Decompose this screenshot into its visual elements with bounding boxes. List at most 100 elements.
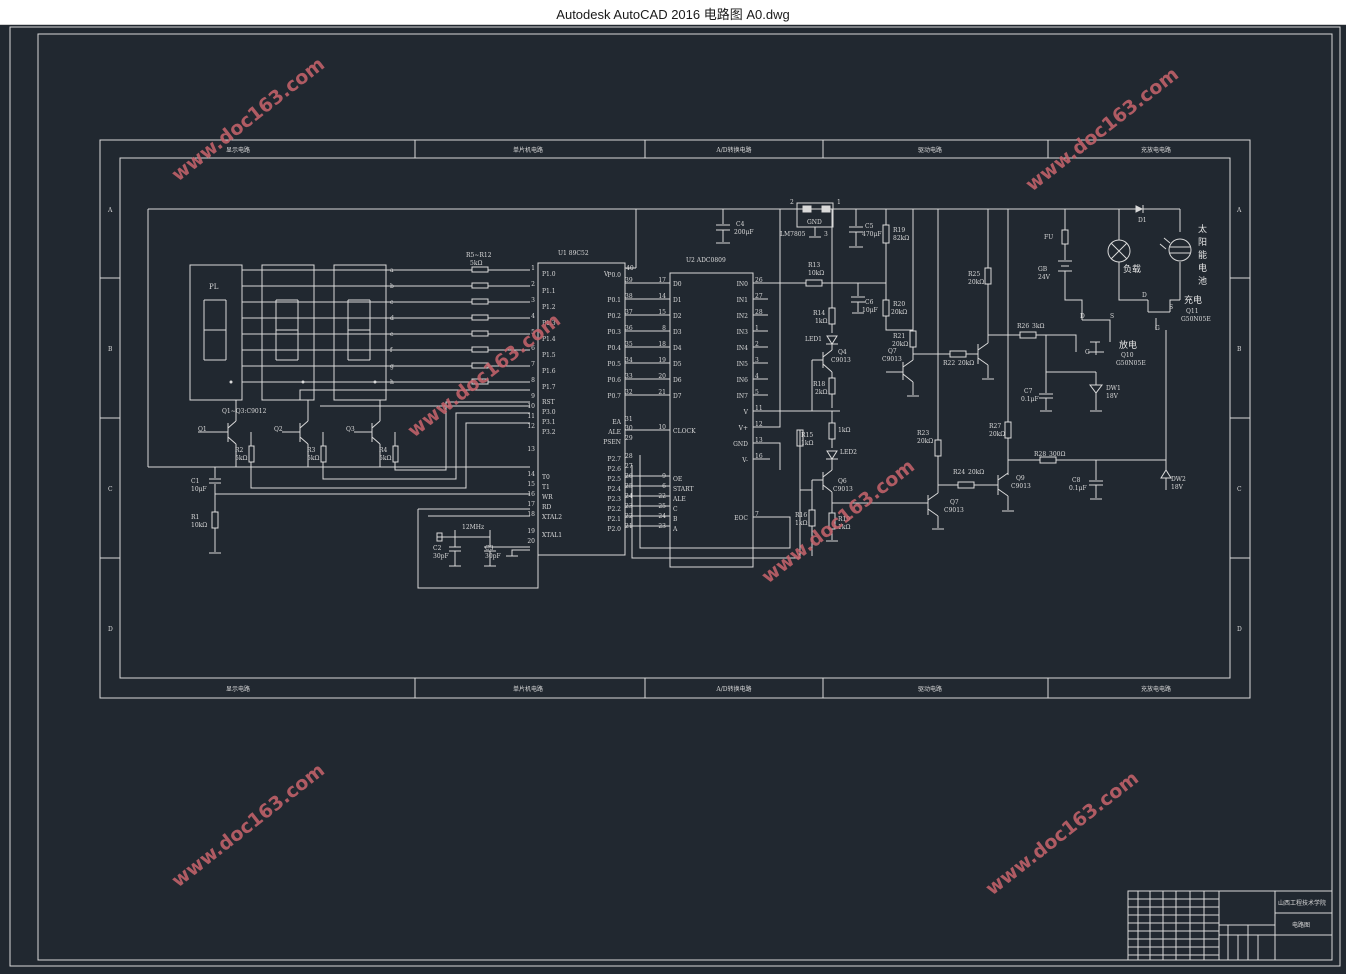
svg-text:R2: R2: [235, 447, 244, 454]
svg-text:R20: R20: [893, 301, 905, 308]
footer-drive: 驱动电路: [918, 685, 942, 693]
mcu-pin-number: 1: [531, 265, 535, 272]
mcu-pin-label: RST: [542, 399, 555, 406]
display-transistors[interactable]: Q1~Q3:C9012 Q1 Q2 Q3: [198, 389, 530, 489]
mcu-pin-number: 19: [527, 528, 535, 535]
svg-text:24V: 24V: [1038, 274, 1051, 281]
svg-text:DW2: DW2: [1171, 476, 1186, 483]
svg-text:R14: R14: [813, 310, 825, 317]
svg-text:h: h: [390, 379, 394, 386]
mcu-pin-label: P2.2: [607, 506, 621, 513]
mcu-pin-number: 33: [625, 373, 633, 380]
mcu-pin-label: P0.2: [607, 313, 621, 320]
svg-text:Q3: Q3: [346, 426, 355, 433]
svg-text:1kΩ: 1kΩ: [795, 520, 807, 527]
mcu-pin-number: 13: [527, 446, 535, 453]
svg-text:20kΩ: 20kΩ: [891, 309, 907, 316]
svg-text:D1: D1: [1138, 217, 1147, 224]
adc-pin-number: 28: [755, 309, 763, 316]
svg-text:R16: R16: [795, 512, 807, 519]
svg-text:Q4: Q4: [838, 349, 847, 356]
svg-text:G50N05E: G50N05E: [1116, 360, 1146, 367]
header-charge: 充放电电路: [1141, 146, 1171, 154]
mcu-pin-label: P1.2: [542, 304, 556, 311]
mcu-pin-label: ALE: [607, 429, 621, 436]
svg-text:e: e: [390, 331, 394, 338]
crystal-circuit[interactable]: 12MHz C2 30pF C3 30pF: [417, 508, 539, 589]
mcu-name: U1 89C52: [558, 250, 589, 257]
mcu-89c52[interactable]: U1 89C52 V 40 P1.0P1.1P1.2P1.3P1.4P1.5P1…: [527, 250, 634, 556]
svg-text:S: S: [1110, 313, 1114, 320]
mcu-pin-label: P0.3: [607, 329, 621, 336]
resistor-array-r5-r12[interactable]: R5~R12 5kΩ: [466, 252, 530, 385]
svg-text:R5~R12: R5~R12: [466, 252, 492, 259]
svg-text:Q1~Q3:C9012: Q1~Q3:C9012: [222, 408, 267, 415]
svg-text:3: 3: [824, 231, 828, 238]
mcu-pin-label: P1.6: [542, 368, 556, 375]
svg-text:R22: R22: [943, 360, 955, 367]
svg-text:C9013: C9013: [882, 356, 902, 363]
svg-text:能: 能: [1198, 249, 1207, 261]
header-mcu: 单片机电路: [513, 146, 543, 154]
svg-text:C9013: C9013: [1011, 483, 1031, 490]
adc-pin-label: D4: [673, 345, 682, 352]
svg-text:5kΩ: 5kΩ: [379, 455, 391, 462]
svg-text:V: V: [822, 207, 828, 214]
svg-text:C5: C5: [865, 223, 874, 230]
svg-text:R15: R15: [801, 432, 813, 439]
footer-adc: A/D转换电路: [715, 685, 751, 693]
svg-text:Q7: Q7: [888, 348, 897, 355]
mcu-pin-number: 5: [531, 329, 535, 336]
adc-pin-label: IN2: [737, 313, 749, 320]
zone-right-d: D: [1237, 626, 1242, 633]
zone-letters: A B C D A B C D: [107, 207, 1242, 633]
svg-text:a: a: [390, 267, 394, 274]
svg-text:Q10: Q10: [1121, 352, 1134, 359]
svg-text:1kΩ: 1kΩ: [838, 524, 850, 531]
watermark-1: www.doc163.com: [168, 53, 329, 186]
svg-text:R3: R3: [307, 447, 316, 454]
watermark-5: www.doc163.com: [168, 759, 329, 892]
mcu-pin-label: P0.0: [607, 272, 621, 279]
adc-pin-label: IN3: [737, 329, 749, 336]
svg-text:阳: 阳: [1198, 237, 1207, 248]
mcu-pin-label: P1.4: [542, 336, 556, 343]
mcu-pin-label: XTAL1: [542, 532, 562, 539]
adc-pin-label: IN1: [737, 297, 748, 304]
reset-circuit[interactable]: C1 10μF R1 10kΩ: [191, 467, 530, 554]
svg-text:g: g: [390, 363, 394, 370]
svg-text:10μF: 10μF: [191, 486, 207, 493]
footer-display: 显示电路: [226, 685, 250, 693]
adc-pin-number: 11: [755, 405, 763, 412]
adc-pin-label: IN0: [737, 281, 749, 288]
svg-text:R19: R19: [838, 516, 850, 523]
title-block-drawing-name: 电路图: [1292, 921, 1310, 929]
mcu-pin-number: 32: [625, 389, 633, 396]
svg-text:DW1: DW1: [1106, 385, 1121, 392]
seven-segment-displays[interactable]: PL: [189, 264, 472, 401]
svg-text:S: S: [1169, 304, 1173, 311]
charge-discharge-circuit[interactable]: R25 20kΩ R26 3kΩ C7 0.1μF R27 20kΩ R28 3…: [968, 209, 1211, 500]
svg-text:d: d: [390, 315, 394, 322]
mcu-pin-number: 3: [531, 297, 535, 304]
adc-pin-number: 18: [658, 341, 666, 348]
adc-0809[interactable]: U2 ADC0809 D0D1D2D3D4D5D6D7CLOCKOESTARTA…: [625, 209, 840, 568]
power-supply[interactable]: C4 200μF LM7805 GND V 1 2 3 C5 470μF R19…: [716, 199, 1147, 300]
svg-text:R24: R24: [953, 469, 965, 476]
svg-text:池: 池: [1198, 275, 1207, 287]
mcu-pin-label: P0.6: [607, 377, 621, 384]
mcu-pin-number: 14: [527, 471, 535, 478]
adc-pin-number: 20: [658, 373, 666, 380]
mcu-pin-label: P3.1: [542, 419, 556, 426]
drive-circuit[interactable]: R13 10kΩ C6 10μF R20 20kΩ R14 1kΩ LED1 Q…: [795, 209, 1031, 556]
adc-pin-number: 19: [658, 357, 666, 364]
adc-pin-number: 4: [755, 373, 759, 380]
svg-text:D: D: [1142, 292, 1147, 299]
mcu-pin-number: 34: [625, 357, 633, 364]
mcu-pin-number: 31: [625, 416, 633, 423]
drawing-canvas[interactable]: 显示电路 单片机电路 A/D转换电路 驱动电路 充放电电路 显示电路 单片机电路…: [0, 25, 1346, 970]
adc-pin-label: IN6: [737, 377, 749, 384]
svg-text:5kΩ: 5kΩ: [307, 455, 319, 462]
adc-pin-label: C: [673, 506, 678, 513]
svg-text:G: G: [1085, 349, 1090, 356]
